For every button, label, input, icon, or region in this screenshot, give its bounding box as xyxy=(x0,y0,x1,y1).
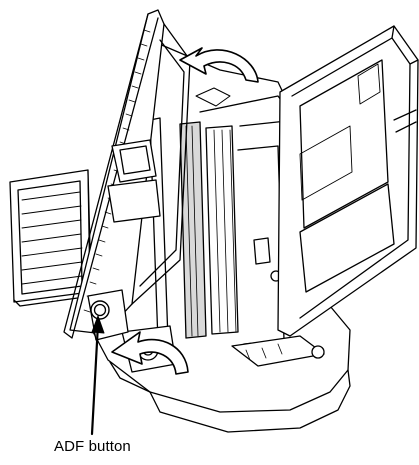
output-stacker xyxy=(9,169,93,307)
curved-arrow-icon xyxy=(179,47,259,83)
adf-button-label: ADF button xyxy=(54,438,131,455)
pointer-arrow-icon xyxy=(90,315,105,436)
paper-chute xyxy=(277,25,419,337)
adf-button[interactable] xyxy=(90,300,110,320)
curved-arrow-icon xyxy=(111,331,189,375)
